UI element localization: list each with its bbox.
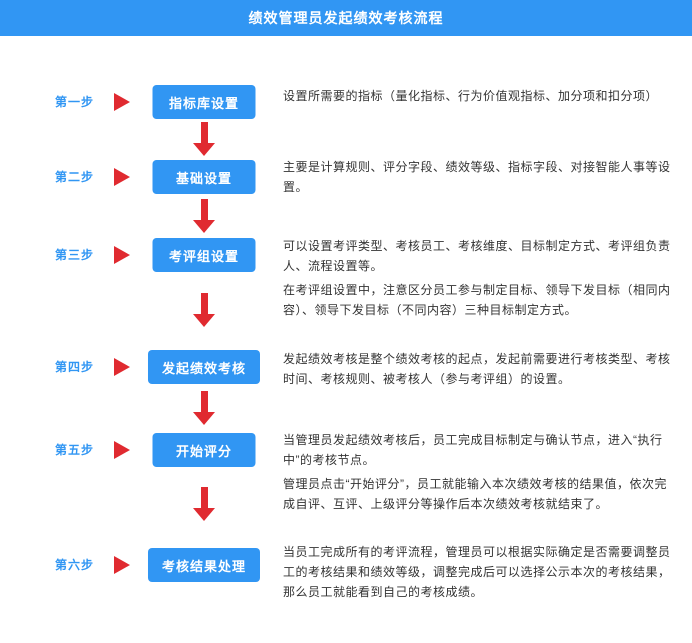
step-1-description: 设置所需要的指标（量化指标、行为价值观指标、加分项和扣分项）: [283, 86, 675, 106]
flow-arrow-down-icon: [193, 487, 215, 521]
step-6-pointer-icon: [114, 556, 130, 574]
step-5-pointer-icon: [114, 441, 130, 459]
step-5-description-line: 当管理员发起绩效考核后，员工完成目标制定与确认节点，进入“执行中”的考核节点。: [283, 433, 663, 467]
flow-arrow-down-icon: [193, 391, 215, 425]
flow-arrow-down-icon: [193, 122, 215, 156]
step-2-label: 第二步: [55, 170, 95, 184]
step-5-description: 当管理员发起绩效考核后，员工完成目标制定与确认节点，进入“执行中”的考核节点。 …: [283, 430, 675, 514]
node-result-processing[interactable]: 考核结果处理: [147, 548, 261, 582]
step-3-description-line: 可以设置考评类型、考核员工、考核维度、目标制定方式、考评组负责人、流程设置等。: [283, 239, 671, 273]
node-indicator-library-settings[interactable]: 指标库设置: [152, 85, 256, 119]
step-1-pointer-icon: [114, 93, 130, 111]
step-3-label: 第三步: [55, 248, 95, 262]
step-1-description-line: 设置所需要的指标（量化指标、行为价值观指标、加分项和扣分项）: [283, 89, 659, 103]
node-start-scoring[interactable]: 开始评分: [152, 433, 256, 467]
node-launch-performance-review[interactable]: 发起绩效考核: [147, 350, 261, 384]
step-1-label: 第一步: [55, 95, 95, 109]
step-6-description: 当员工完成所有的考评流程，管理员可以根据实际确定是否需要调整员工的考核结果和绩效…: [283, 542, 675, 602]
flow-arrow-down-icon: [193, 199, 215, 233]
step-2-description-line: 主要是计算规则、评分字段、绩效等级、指标字段、对接智能人事等设置。: [283, 160, 671, 194]
step-3-description: 可以设置考评类型、考核员工、考核维度、目标制定方式、考评组负责人、流程设置等。 …: [283, 236, 675, 320]
step-5-label: 第五步: [55, 443, 95, 457]
step-4-description: 发起绩效考核是整个绩效考核的起点，发起前需要进行考核类型、考核时间、考核规则、被…: [283, 349, 675, 389]
step-4-label: 第四步: [55, 360, 95, 374]
step-6-label: 第六步: [55, 558, 95, 572]
step-2-pointer-icon: [114, 168, 130, 186]
flow-arrow-down-icon: [193, 293, 215, 327]
step-3-description-line: 在考评组设置中，注意区分员工参与制定目标、领导下发目标（相同内容）、领导下发目标…: [283, 283, 671, 317]
node-review-group-settings[interactable]: 考评组设置: [152, 238, 256, 272]
step-4-description-line: 发起绩效考核是整个绩效考核的起点，发起前需要进行考核类型、考核时间、考核规则、被…: [283, 352, 671, 386]
node-basic-settings[interactable]: 基础设置: [152, 160, 256, 194]
page-title: 绩效管理员发起绩效考核流程: [248, 10, 444, 26]
step-2-description: 主要是计算规则、评分字段、绩效等级、指标字段、对接智能人事等设置。: [283, 157, 675, 197]
step-5-description-line: 管理员点击“开始评分”，员工就能输入本次绩效考核的结果值，依次完成自评、互评、上…: [283, 477, 667, 511]
step-6-description-line: 当员工完成所有的考评流程，管理员可以根据实际确定是否需要调整员工的考核结果和绩效…: [283, 545, 671, 599]
title-bar: 绩效管理员发起绩效考核流程: [0, 0, 692, 36]
step-4-pointer-icon: [114, 358, 130, 376]
step-3-pointer-icon: [114, 246, 130, 264]
